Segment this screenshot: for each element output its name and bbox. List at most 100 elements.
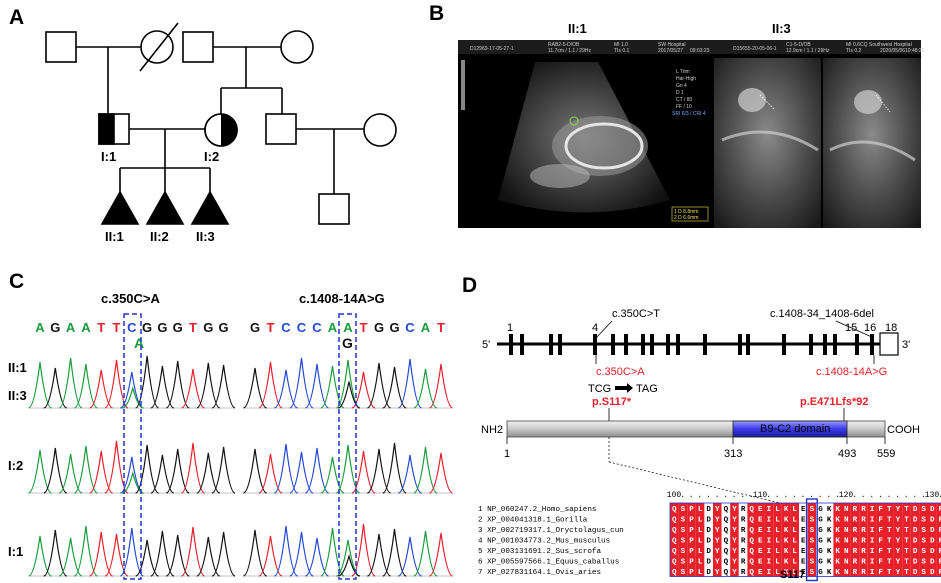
exon-block [509, 334, 513, 355]
alignment-cell [713, 555, 722, 566]
alignment-cell [790, 534, 799, 545]
pedigree [45, 22, 397, 225]
ruler-label: 130 [925, 491, 940, 500]
alignment-cell [910, 534, 920, 545]
alignment-cell [816, 524, 825, 535]
alignment-residue: R [939, 569, 941, 577]
sequence-base: T [113, 320, 121, 335]
alignment-residue: S [921, 517, 926, 525]
exon-label-15: 15 [845, 322, 857, 334]
alignment-residue: L [775, 559, 780, 567]
alignment-cell [781, 534, 791, 545]
alignment-cell [747, 534, 756, 545]
alignment-residue: L [698, 527, 703, 535]
alignment-residue: R [939, 506, 941, 514]
alignment-cell [678, 503, 688, 514]
exon-block [782, 334, 786, 355]
alignment-residue: Q [749, 506, 754, 514]
alignment-cell [678, 545, 688, 556]
alignment-residue: I [767, 506, 772, 514]
alignment-residue: Y [732, 559, 737, 567]
alignment-cell [885, 555, 894, 566]
trace-peak [382, 528, 407, 577]
trace-row-i1-left [28, 525, 236, 577]
alignment-residue: Y [732, 538, 737, 546]
alignment-cell [781, 545, 791, 556]
alignment-cell [781, 503, 791, 514]
alignment-cell [807, 545, 817, 556]
sequence-base: C [281, 320, 291, 335]
trace-peak [43, 529, 68, 577]
alignment-cell [704, 566, 713, 577]
alignment-cell [842, 503, 851, 514]
alignment-cell [919, 513, 928, 524]
alignment-residue: D [930, 538, 935, 546]
us-label-right: II:3 [772, 21, 791, 36]
svg-text:.: . [732, 491, 737, 500]
trace-peak [135, 539, 159, 577]
ultrasound-left: D12969-17-05-27-1 RAB2-5-D/OB 11.7cm / 1… [458, 40, 713, 228]
trace-peak [28, 535, 52, 577]
trace-peak [74, 445, 98, 494]
alignment-cell [799, 524, 808, 535]
alignment-cell [807, 555, 817, 566]
trace-peak [104, 359, 129, 409]
trace-peak [398, 454, 422, 494]
alignment-residue: E [801, 517, 806, 525]
alignment-residue: K [784, 548, 789, 556]
alignment-cell [756, 545, 765, 556]
exon-block [855, 334, 859, 355]
alignment-cell [687, 534, 696, 545]
trace-peak [150, 454, 175, 494]
alignment-residue: Q [749, 538, 754, 546]
exon-block [833, 334, 837, 355]
svg-text:.: . [775, 491, 780, 500]
alignment-residue: Q [724, 538, 729, 546]
svg-text:.: . [809, 491, 814, 500]
trace-peak [382, 442, 407, 494]
alignment-cell [919, 555, 928, 566]
chromatogram-title-left: c.350C>A [101, 291, 161, 306]
alignment-cell [730, 524, 739, 535]
alignment-residue: K [835, 538, 840, 546]
alignment-residue: I [870, 559, 875, 567]
alignment-residue: R [939, 559, 941, 567]
svg-text:09:03:23: 09:03:23 [690, 48, 710, 54]
alignment-cell [833, 534, 842, 545]
alignment-residue: F [878, 506, 883, 514]
alignment-cell [885, 513, 894, 524]
trace-peak [165, 448, 190, 494]
svg-text:.: . [826, 491, 831, 500]
alignment-cell [902, 534, 911, 545]
alignment-cell [764, 566, 774, 577]
pos-559: 559 [877, 448, 895, 460]
pos-493: 493 [838, 448, 856, 460]
alignment-residue: T [904, 527, 909, 535]
trace-peak [196, 362, 221, 409]
zoom-connector [608, 461, 789, 506]
species-name: 7 XP_027831164.1_Ovis_aries [478, 569, 601, 577]
svg-text:.: . [938, 491, 941, 500]
alignment-residue: D [706, 538, 711, 546]
trace-peak [398, 536, 422, 577]
alignment-residue: R [861, 569, 866, 577]
trace-peak [211, 364, 236, 409]
alignment-residue: S [810, 527, 815, 535]
alignment-residue: T [904, 517, 909, 525]
alignment-cell [730, 534, 739, 545]
alignment-cell [721, 524, 731, 535]
alignment-residue: Y [732, 517, 737, 525]
sequence-base: T [97, 320, 105, 335]
trace-peak [58, 537, 83, 577]
alignment-residue: S [810, 548, 815, 556]
svg-text:.: . [766, 491, 771, 500]
alignment-cell [859, 513, 868, 524]
alignment-residue: E [801, 548, 806, 556]
alignment-residue: K [827, 506, 832, 514]
alignment-cell [902, 555, 911, 566]
trace-peak [58, 453, 83, 494]
alignment-residue: Y [715, 506, 720, 514]
alignment-residue: D [930, 517, 935, 525]
